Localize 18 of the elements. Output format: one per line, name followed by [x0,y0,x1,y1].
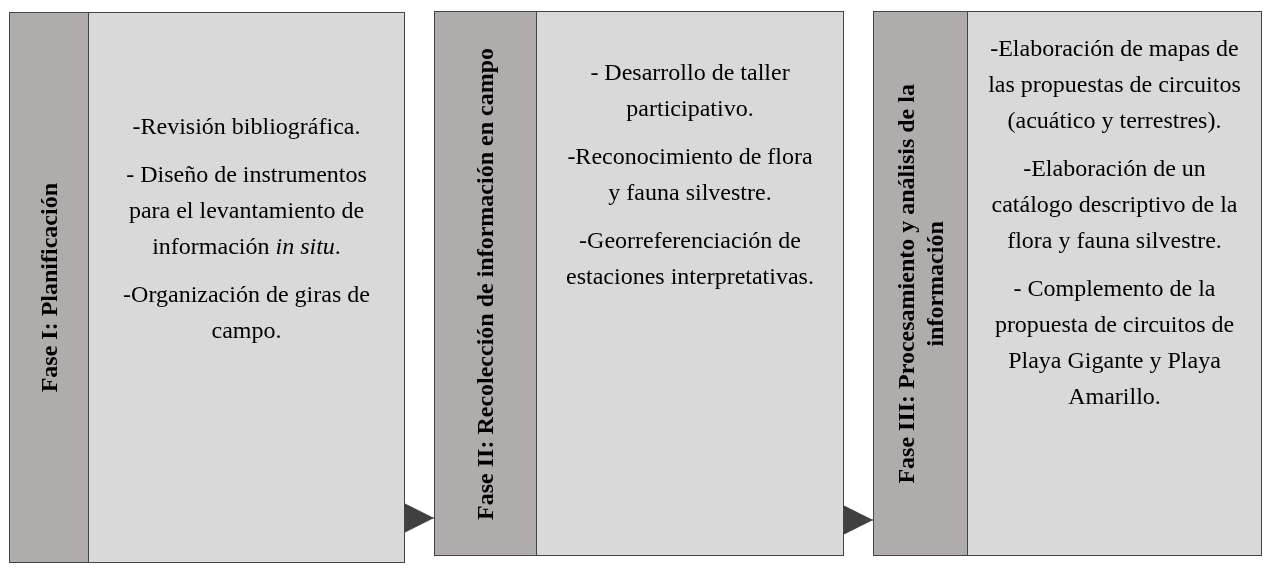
activity-text: - Diseño de instrumentos para el levantamiento de información in situ. [125,160,368,261]
phase-content-box [88,12,405,563]
phase-title-band [434,11,537,556]
activity-text: - Desarrollo de taller participativo. [589,58,791,123]
phase-title-band [9,12,89,563]
phase-title: Fase II: Recolección de información en campo [471,47,500,520]
activity-text: -Elaboración de un catálogo descriptivo de la flora y fauna silvestre. [990,154,1239,255]
phase-title-band [873,11,968,556]
activity-text: - Complemento de la propuesta de circuitos de Playa Gigante y Playa Amarillo. [993,274,1236,411]
phase-title: Fase III: Procesamiento y análisis de la información [891,82,949,486]
activity-text: -Revisión bibliográfica. [131,112,362,141]
phase-content-box [536,11,844,556]
activity-text: -Organización de giras de campo. [122,280,371,345]
phase-title: Fase I: Planificación [34,182,63,393]
activity-text: -Reconocimiento de flora y fauna silvestre. [566,142,814,207]
activity-text: -Georreferenciación de estaciones interpretativas. [565,226,815,291]
activity-text: -Elaboración de mapas de las propuestas de circuitos (acuático y terrestres). [987,34,1242,135]
phase-content-box [967,11,1262,556]
